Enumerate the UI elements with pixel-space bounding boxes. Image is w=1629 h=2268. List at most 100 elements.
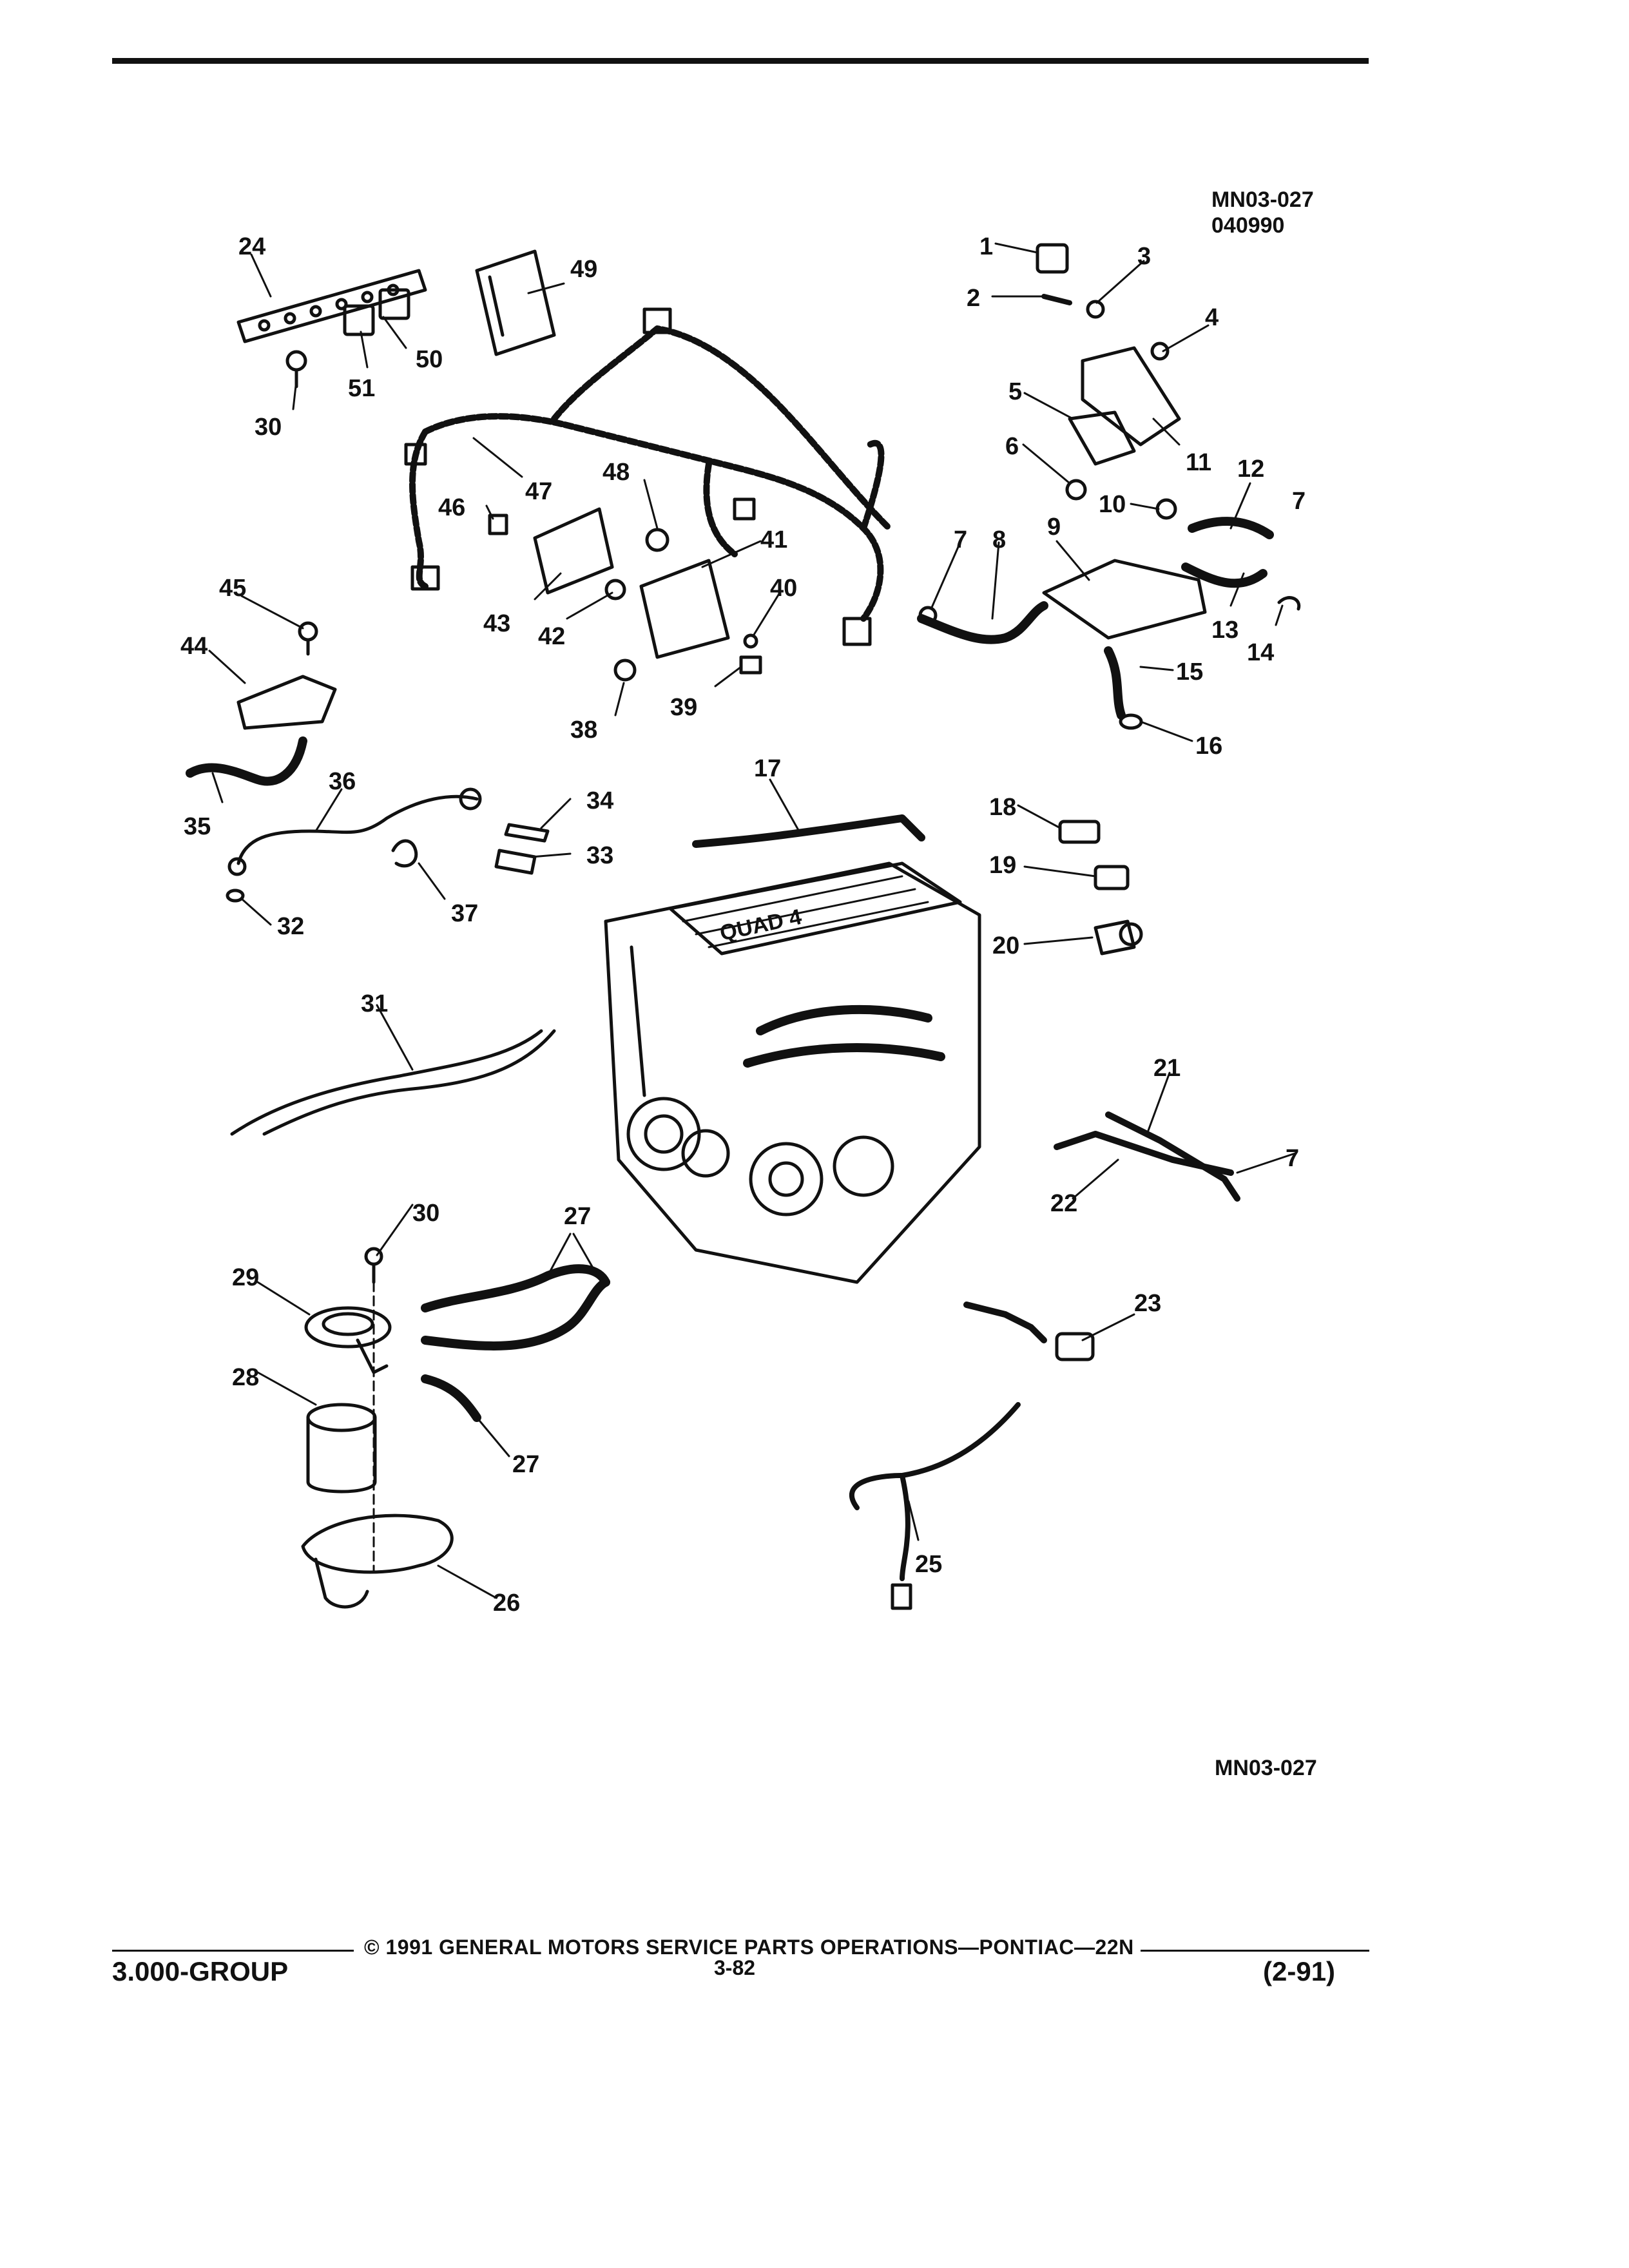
part-18-sensor: [1058, 820, 1101, 844]
part-20-sensor: [1094, 919, 1136, 956]
callout-8: 8: [992, 526, 1006, 553]
part-6-nut: [1065, 479, 1087, 501]
part-26-housing: [301, 1514, 454, 1609]
part-1-component: [1036, 243, 1069, 274]
part-50-51-relays: [343, 288, 410, 336]
part-17-tube: [692, 814, 925, 848]
part-47-wiring-harness: [409, 325, 892, 622]
callout-23: 23: [1134, 1290, 1161, 1317]
callout-12: 12: [1237, 456, 1264, 483]
part-41-ecm: [639, 559, 730, 659]
callout-15: 15: [1176, 658, 1203, 686]
callout-45: 45: [219, 575, 246, 602]
part-27-hose-upper: [421, 1264, 610, 1312]
part-4-bolt: [1150, 341, 1170, 361]
figure-date: 040990: [1211, 213, 1285, 238]
callout-51: 51: [348, 375, 375, 402]
callout-25: 25: [915, 1551, 942, 1578]
callout-33: 33: [586, 842, 613, 869]
callout-2: 2: [967, 285, 980, 312]
callout-47: 47: [525, 478, 552, 505]
part-16-clamp: [1119, 713, 1143, 730]
part-8-hose: [917, 601, 1048, 644]
callout-42: 42: [538, 623, 565, 650]
part-49-cover: [475, 249, 556, 356]
callout-38: 38: [570, 716, 597, 744]
callout-30b: 30: [412, 1200, 439, 1227]
part-25-harness: [849, 1402, 1021, 1510]
part-11-bracket: [1081, 346, 1181, 447]
callout-6: 6: [1005, 433, 1019, 460]
callout-21: 21: [1153, 1055, 1181, 1082]
part-34-sensor: [504, 823, 550, 843]
part-25-connector: [891, 1583, 912, 1610]
group-label: 3.000-GROUP: [112, 1956, 289, 1986]
callout-26: 26: [493, 1590, 520, 1617]
part-3-nut: [1086, 300, 1105, 319]
figure-code: MN03-027: [1211, 187, 1314, 212]
callout-27a: 27: [564, 1203, 591, 1230]
part-27-hose-lower: [421, 1374, 481, 1422]
part-2-pin: [1041, 294, 1072, 305]
part-19-sensor: [1094, 865, 1130, 890]
part-5-bracket: [1068, 410, 1136, 466]
part-13-hose: [1181, 562, 1268, 588]
part-9-housing: [1042, 559, 1207, 640]
callout-3: 3: [1137, 243, 1151, 270]
part-46-clip: [488, 514, 508, 535]
part-43-module: [533, 507, 614, 595]
part-37-clip: [391, 839, 418, 868]
leader-lines: [208, 242, 1296, 1599]
callout-49: 49: [570, 256, 597, 283]
callout-43: 43: [483, 610, 510, 637]
part-39-clip: [739, 655, 762, 675]
part-28-element: [306, 1403, 377, 1494]
callout-35: 35: [184, 813, 211, 840]
callout-4: 4: [1205, 304, 1219, 331]
footer-rule-left: [112, 1950, 354, 1952]
part-22-tube: [1105, 1111, 1240, 1202]
part-48-grommet: [645, 528, 670, 552]
part-42-nut: [604, 579, 626, 601]
callout-16: 16: [1195, 733, 1222, 760]
callout-1: 1: [979, 233, 993, 260]
callout-7b: 7: [954, 526, 967, 553]
callout-30a: 30: [255, 414, 282, 441]
callout-5: 5: [1008, 378, 1022, 405]
callout-40: 40: [770, 575, 797, 602]
callout-7a: 7: [1292, 488, 1306, 515]
part-15-hose: [1104, 646, 1126, 720]
callout-46: 46: [438, 494, 465, 521]
callout-14: 14: [1247, 639, 1274, 666]
top-rule: [112, 58, 1369, 64]
callout-27b: 27: [512, 1451, 539, 1478]
part-38-grommet: [613, 658, 637, 682]
part-12-hose: [1188, 517, 1274, 539]
part-31-lines: [230, 1029, 543, 1136]
callout-labels: 1 2 3 4 5 6 7 7 7 8 9 10 11 12 13 14 15 …: [180, 233, 1306, 1617]
callout-13: 13: [1211, 617, 1239, 644]
figure-id-block: MN03-027 040990: [1211, 187, 1314, 238]
callout-18: 18: [989, 794, 1016, 821]
callout-34: 34: [586, 787, 613, 814]
part-23-sensor: [1055, 1332, 1095, 1361]
copyright-notice: © 1991 GENERAL MOTORS SERVICE PARTS OPER…: [364, 1936, 1134, 1959]
callout-29: 29: [232, 1264, 259, 1291]
part-29-cover: [304, 1306, 392, 1374]
part-14-clamp: [1277, 596, 1301, 611]
harness-connectors: [404, 307, 872, 646]
callout-22: 22: [1050, 1190, 1077, 1217]
callout-28: 28: [232, 1364, 259, 1391]
callout-50: 50: [416, 346, 443, 373]
callout-24: 24: [238, 233, 265, 260]
engine-assembly: [604, 861, 981, 1284]
part-45-bolt: [298, 621, 318, 656]
callout-41: 41: [760, 526, 787, 553]
part-23-lead: [963, 1302, 1047, 1343]
part-32-washer: [226, 889, 245, 903]
part-40-screw: [743, 633, 758, 649]
callout-9: 9: [1047, 514, 1061, 541]
callout-44: 44: [180, 633, 207, 660]
